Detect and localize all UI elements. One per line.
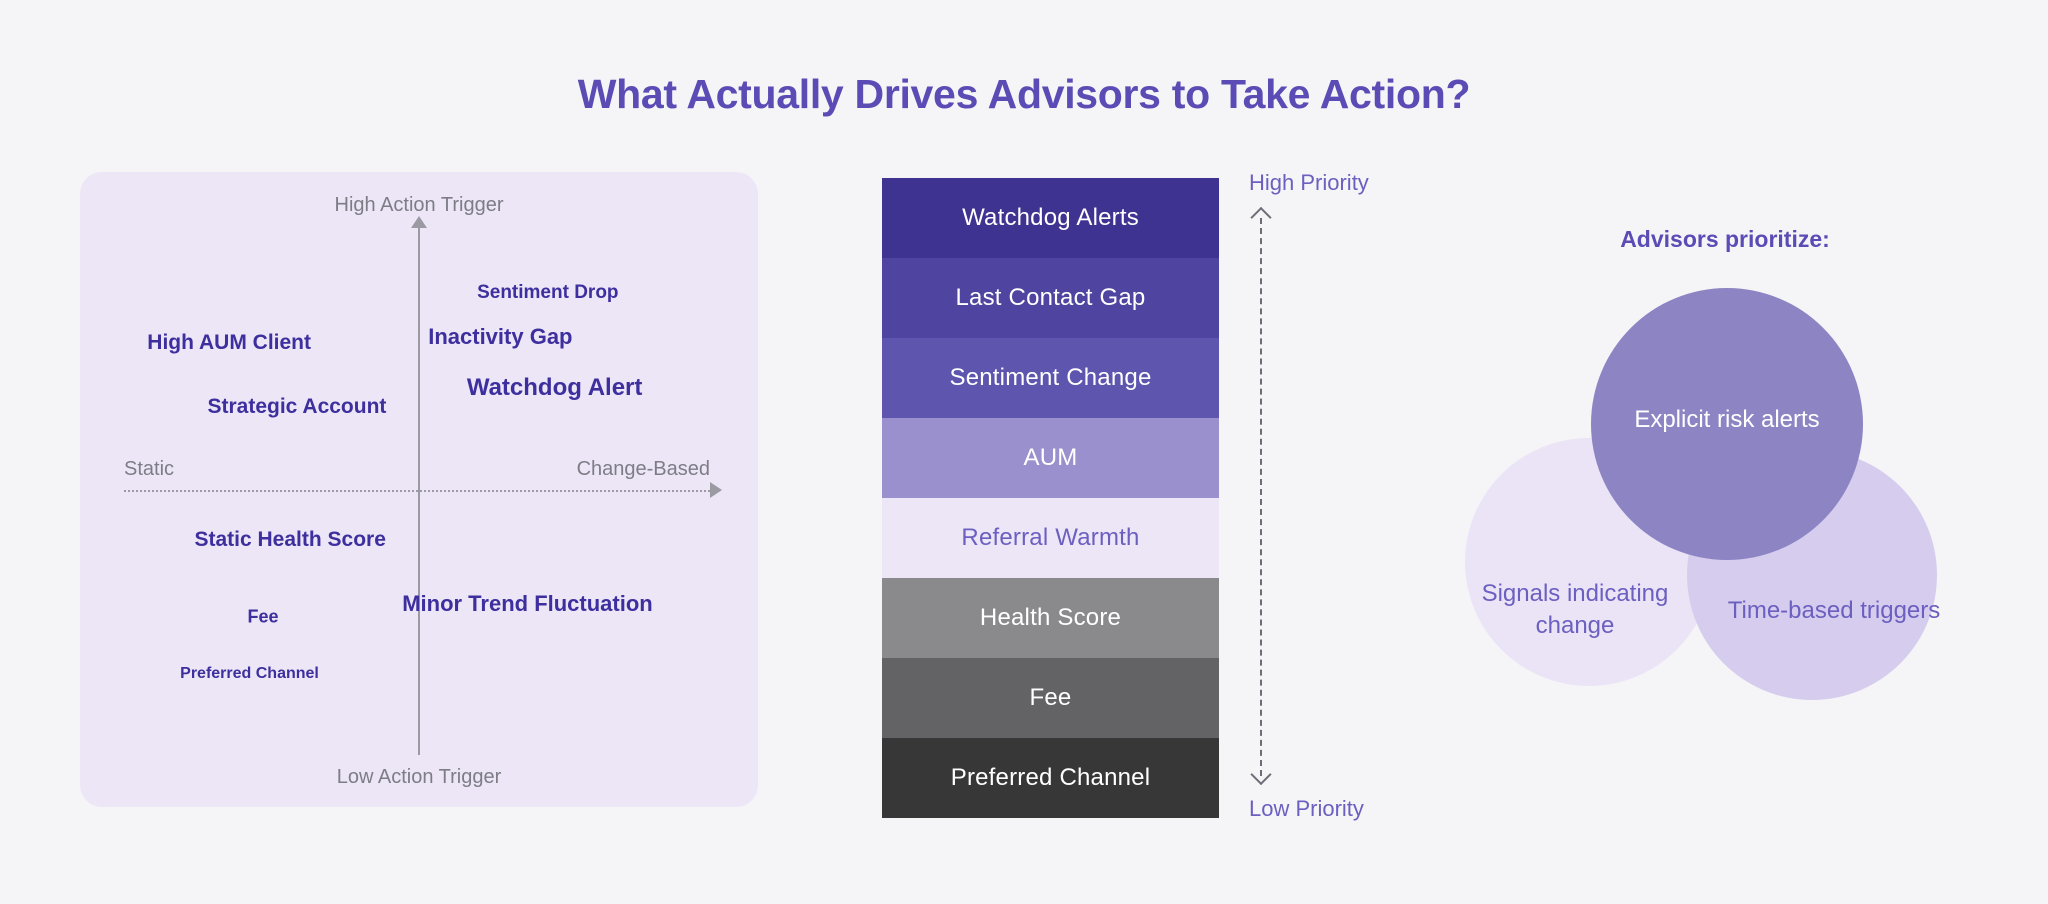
priority-axis: High Priority Low Priority	[1249, 170, 1449, 822]
venn-label-time-based-triggers: Time-based triggers	[1727, 597, 1941, 625]
priority-bar-label: Sentiment Change	[949, 364, 1152, 391]
arrow-right-icon	[710, 481, 722, 498]
quadrant-axis-label-left: Static	[124, 457, 175, 480]
quadrant-item: Inactivity Gap	[428, 324, 573, 350]
venn-title: Advisors prioritize:	[1620, 226, 1830, 252]
priority-bar-label: Last Contact Gap	[955, 284, 1146, 311]
priority-bar-label: Preferred Channel	[950, 764, 1151, 791]
chevron-down-icon	[1250, 763, 1272, 786]
priority-axis-line	[1260, 218, 1262, 776]
priority-bar-segment: Fee	[882, 658, 1219, 738]
quadrant-axis-label-bottom: Low Action Trigger	[336, 766, 502, 788]
priority-bar-label: Fee	[1029, 684, 1072, 711]
quadrant-axis-label-right: Change-Based	[576, 457, 710, 480]
page-title: What Actually Drives Advisors to Take Ac…	[577, 71, 1471, 118]
quadrant-horizontal-axis	[124, 489, 714, 492]
chevron-up-icon	[1250, 206, 1272, 229]
priority-bar-label: Watchdog Alerts	[962, 204, 1139, 231]
venn-label-signals-indicating-change: Signals indicating change	[1481, 580, 1669, 639]
arrow-up-icon	[411, 216, 427, 228]
quadrant-axis-label-top: High Action Trigger	[334, 194, 504, 216]
quadrant-item: Strategic Account	[207, 394, 387, 418]
priority-bar-segment: Referral Warmth	[882, 498, 1219, 578]
priority-bar-segment: Sentiment Change	[882, 338, 1219, 418]
priority-axis-low-label: Low Priority	[1249, 796, 1364, 821]
priority-bar-segment: Last Contact Gap	[882, 258, 1219, 338]
quadrant-item: Minor Trend Fluctuation	[402, 590, 653, 616]
quadrant-item: Sentiment Drop	[477, 281, 619, 303]
priority-bar-label: AUM	[1023, 444, 1078, 471]
priority-bar-segment: Preferred Channel	[882, 738, 1219, 818]
priority-bar-segment: Watchdog Alerts	[882, 178, 1219, 258]
venn-diagram-panel: Advisors prioritize: Signals indicating …	[1455, 210, 1995, 770]
quadrant-chart-panel: High Action Trigger Low Action Trigger S…	[80, 172, 758, 807]
priority-bar-label: Health Score	[979, 604, 1122, 631]
priority-bar-label: Referral Warmth	[961, 524, 1140, 551]
quadrant-item: Watchdog Alert	[466, 373, 643, 401]
quadrant-item: Static Health Score	[194, 528, 386, 552]
venn-label-explicit-risk-alerts: Explicit risk alerts	[1634, 406, 1820, 434]
quadrant-item: Preferred Channel	[180, 664, 319, 682]
quadrant-item: Fee	[247, 606, 279, 626]
priority-bar-segment: AUM	[882, 418, 1219, 498]
priority-axis-high-label: High Priority	[1249, 170, 1369, 195]
quadrant-item: High AUM Client	[147, 331, 312, 355]
venn-circle-explicit-risk-alerts: Explicit risk alerts	[1591, 288, 1863, 560]
priority-bar-segment: Health Score	[882, 578, 1219, 658]
